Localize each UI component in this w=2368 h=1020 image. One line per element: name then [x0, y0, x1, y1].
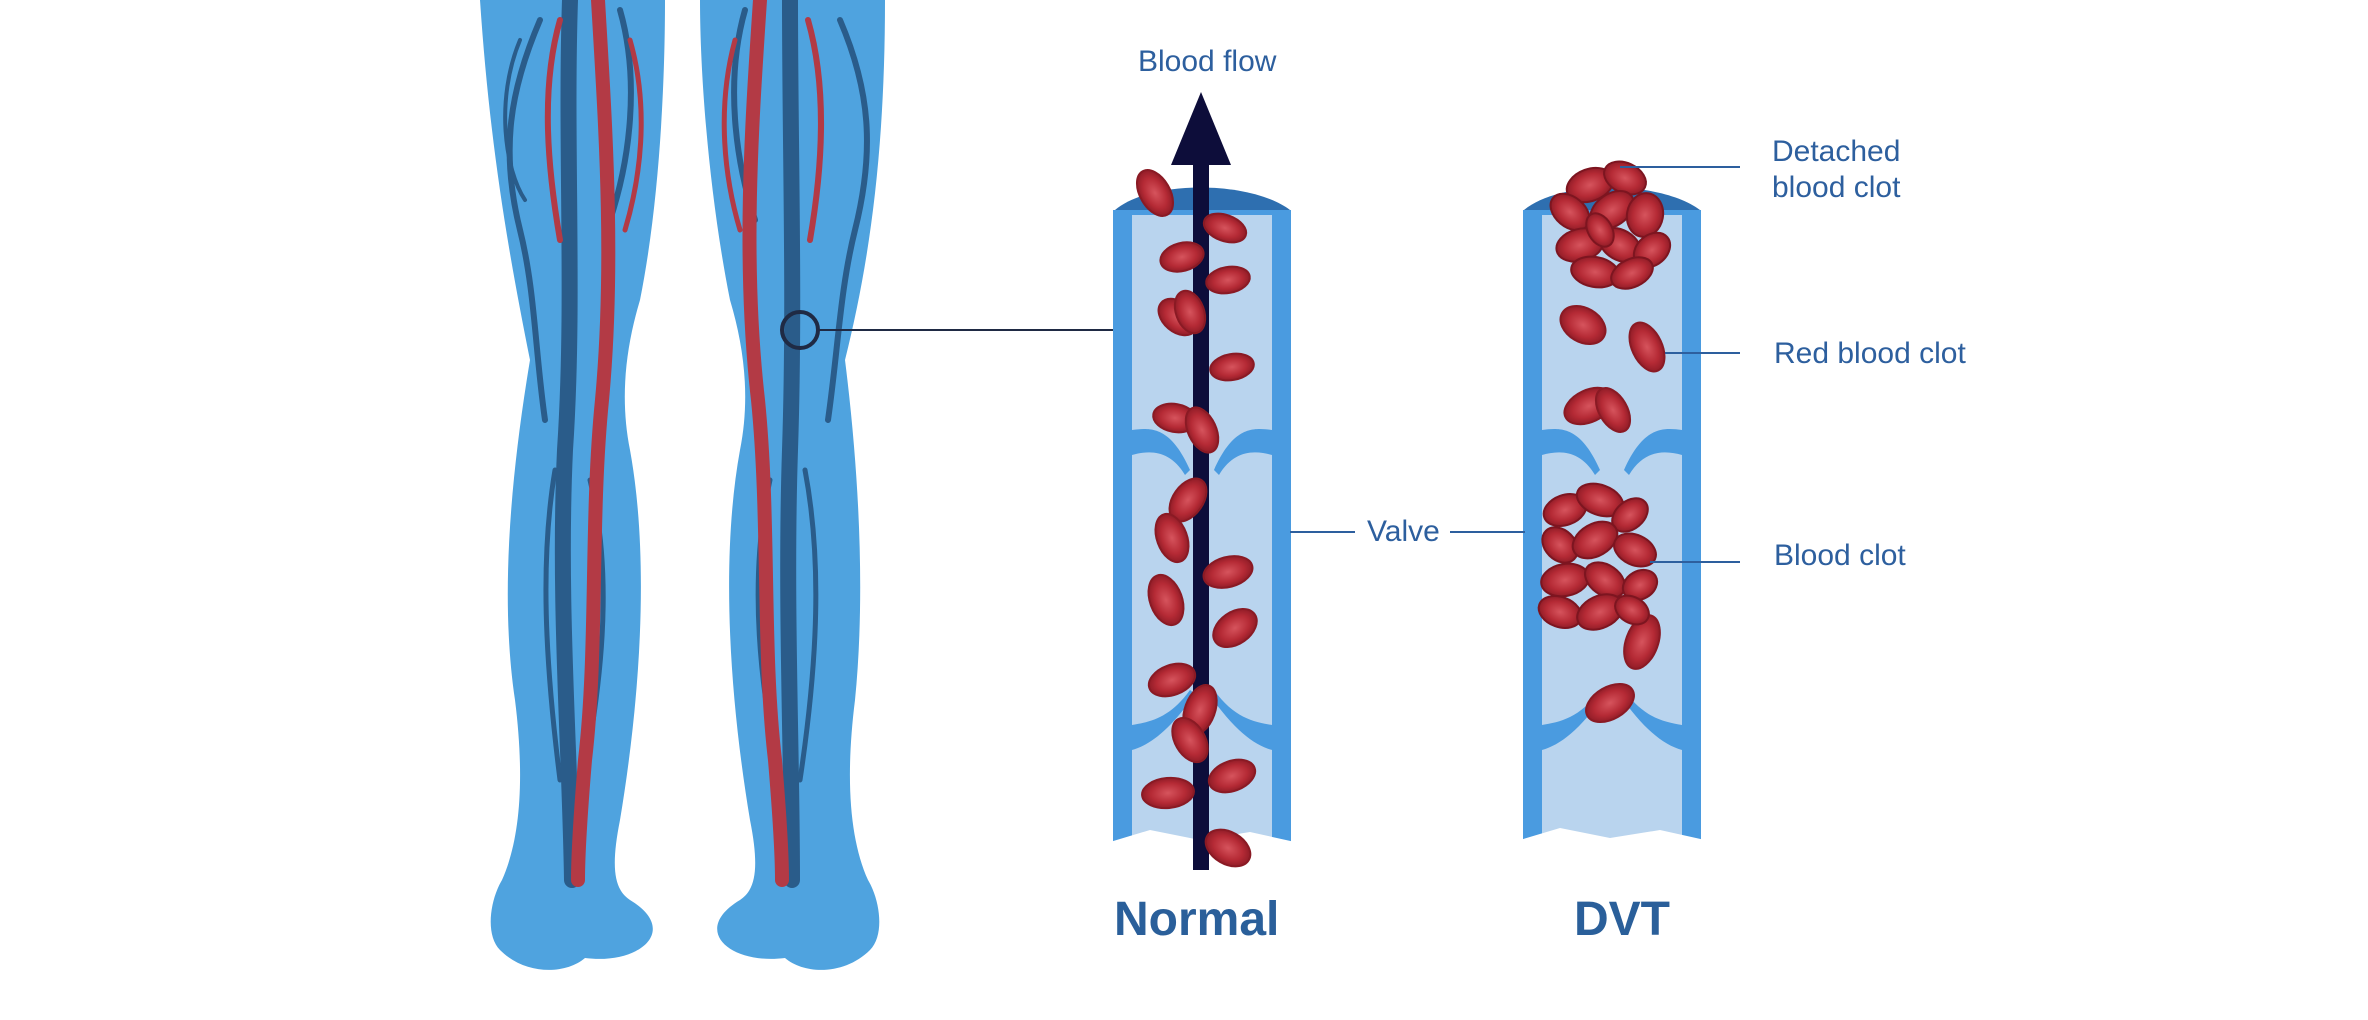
normal-red-blood-cells [1135, 169, 1258, 868]
dvt-title: DVT [1574, 893, 1670, 946]
leader-lines [1290, 166, 1740, 563]
left-leg [480, 0, 665, 970]
legs-illustration [480, 0, 1115, 970]
normal-valve-2b [1209, 690, 1272, 750]
normal-title: Normal [1114, 893, 1280, 946]
normal-valve-1 [1132, 429, 1190, 475]
detached-blood-clot-label-line2: blood clot [1772, 171, 1901, 204]
normal-valve-1b [1214, 429, 1272, 475]
detached-blood-clot [1549, 160, 1672, 290]
dvt-valve-2b [1619, 690, 1682, 750]
blood-flow-label: Blood flow [1138, 45, 1277, 78]
detached-blood-clot-label: Detached [1772, 135, 1901, 168]
dvt-valve-1b [1624, 429, 1682, 475]
blood-clot-mass [1537, 482, 1659, 631]
red-blood-clot-label: Red blood clot [1774, 337, 1966, 370]
normal-valve-2 [1132, 690, 1195, 750]
dvt-vessel-bottom [1520, 828, 1705, 850]
right-leg-veins [721, 0, 870, 888]
blood-clot-label: Blood clot [1774, 539, 1906, 572]
valve-label: Valve [1367, 515, 1440, 548]
dvt-red-blood-cells [1559, 305, 1666, 723]
left-leg-veins [503, 0, 644, 888]
dvt-valve-1 [1542, 429, 1600, 475]
